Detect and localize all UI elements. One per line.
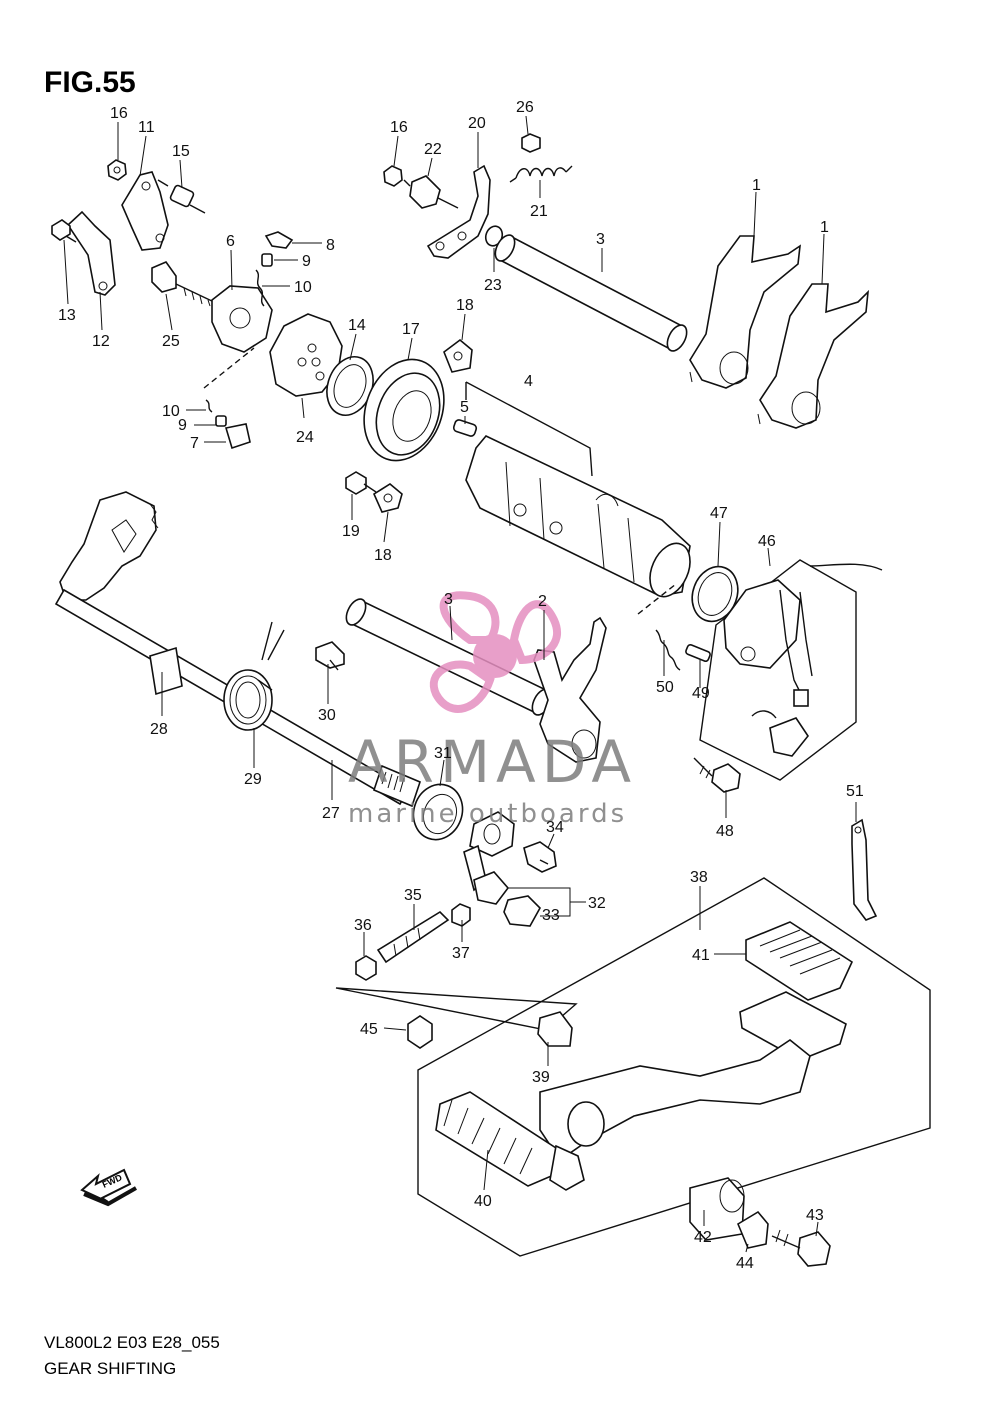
callout-43: 43 xyxy=(806,1207,824,1224)
callout-2: 2 xyxy=(538,593,547,610)
fork-shaft-upper xyxy=(494,234,688,352)
pawl-set-lower xyxy=(186,347,255,450)
callout-44: 44 xyxy=(736,1255,754,1272)
watermark: ARMADA marine outboards xyxy=(348,591,637,829)
callout-11: 11 xyxy=(138,119,155,136)
callout-25: 25 xyxy=(162,333,180,350)
callout-35: 35 xyxy=(404,887,422,904)
gear-position-switch xyxy=(637,559,883,781)
callout-19: 19 xyxy=(342,523,360,540)
callout-5: 5 xyxy=(460,399,469,416)
washer-and-bearing xyxy=(326,356,445,462)
callout-18b: 18 xyxy=(374,547,392,564)
callout-33: 33 xyxy=(542,907,560,924)
leader-lines xyxy=(63,115,857,1253)
callout-42: 42 xyxy=(694,1229,712,1246)
callout-27: 27 xyxy=(322,805,340,822)
callout-20: 20 xyxy=(468,115,486,132)
callout-47: 47 xyxy=(710,505,728,522)
callout-40: 40 xyxy=(474,1193,492,1210)
callout-21: 21 xyxy=(530,203,548,220)
callout-8: 8 xyxy=(326,237,335,254)
section-name: GEAR SHIFTING xyxy=(44,1359,176,1378)
gearshift-shaft xyxy=(54,491,421,808)
callout-26: 26 xyxy=(516,99,534,116)
shift-forks-upper xyxy=(689,235,870,429)
callout-48: 48 xyxy=(716,823,734,840)
watermark-propeller-icon xyxy=(429,591,561,713)
callout-16b: 16 xyxy=(390,119,408,136)
cam-stopper-group xyxy=(51,159,322,353)
callout-6: 6 xyxy=(226,233,235,250)
callout-12: 12 xyxy=(92,333,110,350)
callout-15: 15 xyxy=(172,143,190,160)
callout-34: 34 xyxy=(546,819,564,836)
callout-1: 1 xyxy=(752,177,761,194)
shaft-support-group xyxy=(383,133,573,259)
callout-38: 38 xyxy=(690,869,708,886)
callout-30: 30 xyxy=(318,707,336,724)
model-code: VL800L2 E03 E28_055 xyxy=(44,1333,220,1352)
callout-7: 7 xyxy=(190,435,199,452)
retaining-clip xyxy=(851,818,878,921)
callout-22: 22 xyxy=(424,141,442,158)
callout-37: 37 xyxy=(452,945,470,962)
figure-title: FIG.55 xyxy=(44,66,136,99)
callout-41: 41 xyxy=(692,947,710,964)
callout-24: 24 xyxy=(296,429,314,446)
callout-16: 16 xyxy=(110,105,128,122)
callout-labels: 16 11 15 13 12 6 8 9 10 25 16 22 20 26 2… xyxy=(58,99,864,1272)
callout-36: 36 xyxy=(354,917,372,934)
callout-29: 29 xyxy=(244,771,262,788)
callout-18: 18 xyxy=(456,297,474,314)
watermark-brand: ARMADA xyxy=(348,728,637,796)
callout-10b: 10 xyxy=(162,403,180,420)
retainers xyxy=(345,338,473,513)
callout-14: 14 xyxy=(348,317,366,334)
callout-31: 31 xyxy=(434,745,452,762)
callout-10: 10 xyxy=(294,279,312,296)
callout-1b: 1 xyxy=(820,219,829,236)
callout-49: 49 xyxy=(692,685,710,702)
callout-50: 50 xyxy=(656,679,674,696)
callout-32: 32 xyxy=(588,895,606,912)
cam-plate xyxy=(269,313,343,419)
callout-9: 9 xyxy=(302,253,311,270)
shift-drum xyxy=(452,381,691,598)
callout-4: 4 xyxy=(524,373,533,390)
callout-23: 23 xyxy=(484,277,502,294)
callout-17: 17 xyxy=(402,321,420,338)
callout-3b: 3 xyxy=(444,591,453,608)
watermark-tagline: marine outboards xyxy=(348,799,627,829)
fork-shaft-lower xyxy=(345,598,607,763)
callout-9b: 9 xyxy=(178,417,187,434)
callout-3: 3 xyxy=(596,231,605,248)
callout-13: 13 xyxy=(58,307,76,324)
callout-51: 51 xyxy=(846,783,864,800)
fwd-arrow-icon: FWD xyxy=(80,1168,137,1207)
callout-46: 46 xyxy=(758,533,776,550)
callout-28: 28 xyxy=(150,721,168,738)
callout-45: 45 xyxy=(360,1021,378,1038)
callout-39: 39 xyxy=(532,1069,550,1086)
switch-bolt xyxy=(693,757,741,793)
